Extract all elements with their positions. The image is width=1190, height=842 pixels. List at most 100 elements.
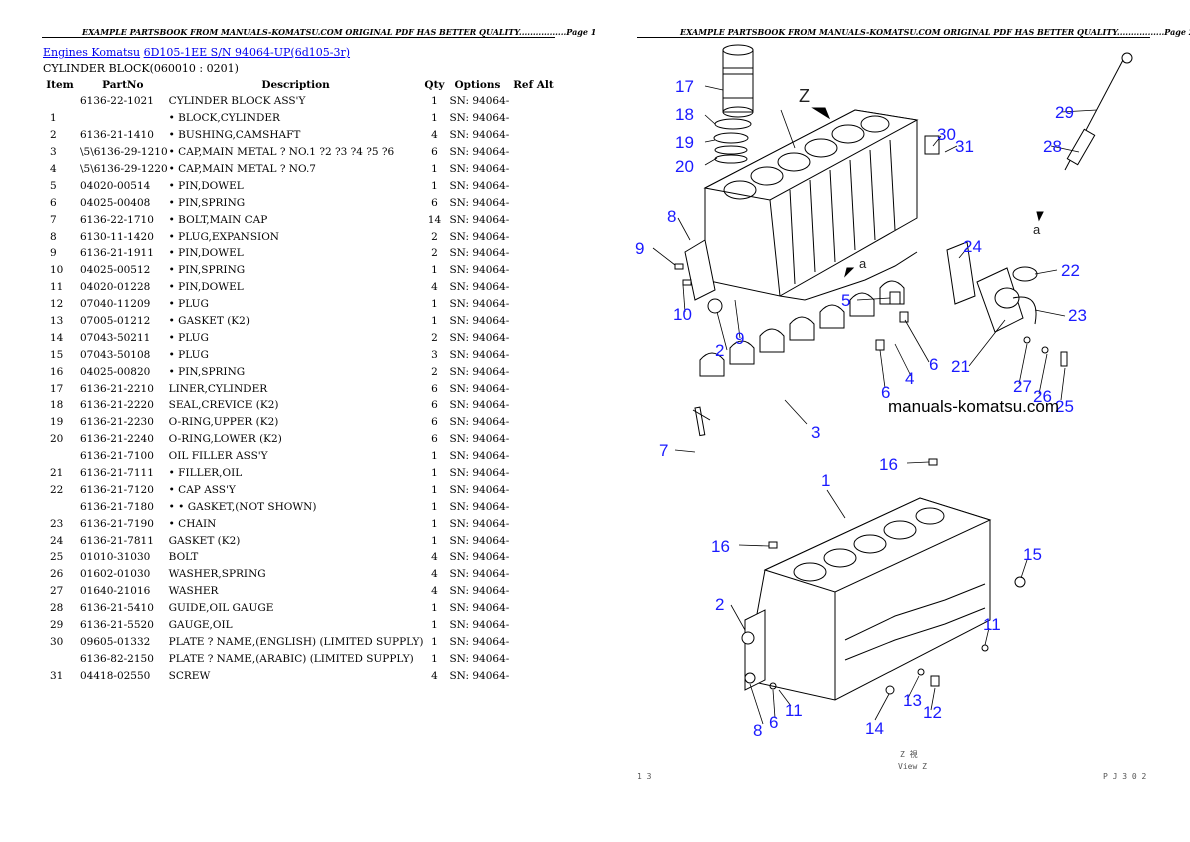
cell-ref-alt	[509, 465, 557, 482]
cell-partno: 04025-00512	[80, 264, 151, 277]
cell-ref-alt	[509, 583, 557, 600]
cell-description: GAUGE,OIL	[168, 619, 233, 632]
callout-label: 30	[937, 125, 956, 144]
callout-label: 11	[983, 615, 1001, 634]
column-header-partno: PartNo	[102, 79, 144, 91]
callout-label: 9	[635, 239, 644, 258]
cell-ref-alt	[509, 93, 557, 110]
callout-label: 24	[963, 237, 982, 256]
cell-ref-alt	[509, 329, 557, 346]
cell-ref-alt	[509, 532, 557, 549]
cell-ref-alt	[509, 177, 557, 194]
cell-options: SN: 94064-	[449, 213, 510, 226]
cell-item: 8	[50, 230, 57, 243]
cell-ref-alt	[509, 211, 557, 228]
cell-qty: 2	[431, 247, 438, 260]
cell-description: GASKET (K2)	[168, 534, 241, 547]
cell-ref-alt	[509, 600, 557, 617]
view-letter-z: Z	[799, 86, 810, 106]
header-rule	[42, 37, 555, 38]
breadcrumb-model-link[interactable]: 6D105-1EE S/N 94064-UP(6d105-3r)	[143, 46, 351, 59]
callout-label: 13	[903, 691, 922, 710]
cell-description: • BOLT,MAIN CAP	[168, 213, 268, 226]
callout-label: 9	[735, 329, 744, 348]
cylinder-block-lower-drawing	[741, 458, 1026, 701]
cell-qty: 6	[431, 399, 438, 412]
callout-label: 18	[675, 105, 694, 124]
cell-options: SN: 94064-	[449, 179, 510, 192]
cell-ref-alt	[509, 549, 557, 566]
callout-label: 26	[1033, 387, 1052, 406]
parts-list-page: EXAMPLE PARTSBOOK FROM MANUALS-KOMATSU.C…	[42, 27, 596, 684]
cell-qty: 6	[431, 416, 438, 429]
cell-item: 1	[50, 112, 57, 125]
cell-description: • PIN,DOWEL	[168, 247, 244, 260]
cell-item: 22	[50, 483, 64, 496]
cell-description: • • GASKET,(NOT SHOWN)	[168, 500, 317, 513]
cell-description: BOLT	[168, 551, 199, 564]
cell-qty: 2	[431, 230, 438, 243]
cell-item: 11	[50, 281, 64, 294]
cell-description: • CAP ASS'Y	[168, 483, 236, 496]
cell-partno: 6136-21-2230	[80, 416, 154, 429]
cell-qty: 14	[427, 213, 442, 226]
cell-options: SN: 94064-	[449, 483, 510, 496]
cell-ref-alt	[509, 279, 557, 296]
cell-qty: 6	[431, 433, 438, 446]
cell-item: 21	[50, 467, 64, 480]
cell-ref-alt	[509, 515, 557, 532]
cell-qty: 2	[431, 331, 438, 344]
cell-item: 4	[50, 163, 57, 175]
callout-label: 27	[1013, 377, 1032, 396]
cell-description: O-RING,UPPER (K2)	[168, 416, 279, 429]
cell-ref-alt	[509, 245, 557, 262]
cell-qty: 4	[431, 551, 438, 564]
cell-qty: 4	[431, 129, 438, 142]
cell-item: 24	[50, 534, 64, 547]
cell-item: 17	[50, 382, 64, 395]
cell-ref-alt	[509, 667, 557, 684]
callout-label: 11	[785, 701, 803, 720]
cell-options: SN: 94064-	[449, 450, 510, 463]
callout-label: 4	[905, 369, 914, 388]
cell-ref-alt	[509, 650, 557, 667]
cell-item: 30	[50, 635, 64, 648]
cell-options: SN: 94064-	[449, 331, 510, 344]
cell-item: 5	[50, 179, 57, 192]
callout-label: 31	[955, 137, 974, 156]
cell-description: • PLUG	[168, 298, 209, 311]
cell-item: 15	[50, 348, 64, 361]
cell-partno: 07043-50211	[80, 331, 151, 344]
cell-options: SN: 94064-	[449, 129, 510, 142]
cell-item: 27	[50, 585, 64, 598]
cell-item	[42, 498, 78, 515]
cell-partno: 07005-01212	[80, 315, 151, 328]
cell-qty: 1	[431, 534, 438, 547]
breadcrumb-brand-link[interactable]: Engines Komatsu	[43, 46, 141, 59]
cell-options: SN: 94064-	[449, 247, 510, 260]
column-header-ref-alt: Ref Alt	[513, 79, 554, 91]
cell-item: 13	[50, 315, 64, 328]
cell-options: SN: 94064-	[449, 163, 510, 175]
cell-description: SEAL,CREVICE (K2)	[168, 399, 279, 412]
view-letter-a: a	[1033, 222, 1041, 237]
cell-item	[42, 448, 78, 465]
cell-description: LINER,CYLINDER	[168, 382, 268, 395]
footer-left-code: 1 3	[637, 772, 652, 781]
watermark-text: manuals-komatsu.com	[888, 397, 1059, 416]
cell-ref-alt	[509, 228, 557, 245]
